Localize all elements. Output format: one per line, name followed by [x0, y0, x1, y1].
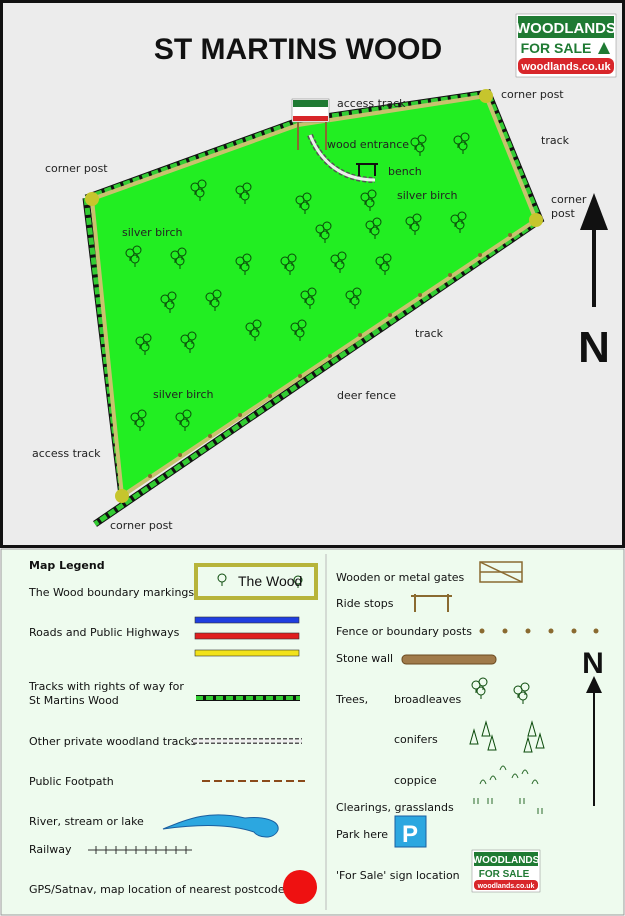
label-silver-birch-left: silver birch [122, 226, 183, 239]
site-map: ST MARTINS WOOD WOODLANDS FOR SALE woodl… [0, 0, 625, 548]
logo-url: woodlands.co.uk [520, 61, 611, 73]
legend-tracks-2: St Martins Wood [29, 694, 119, 707]
bench-icon [356, 163, 378, 176]
legend-park: Park here [336, 828, 388, 841]
legend-coppice: coppice [394, 774, 437, 787]
coppice-icon [479, 765, 539, 785]
railway-icon [88, 846, 192, 854]
legend-logo-url: woodlands.co.uk [477, 883, 535, 890]
legend-logo-line2: FOR SALE [479, 869, 530, 880]
legend-conifers: conifers [394, 733, 438, 746]
legend-gates: Wooden or metal gates [336, 571, 465, 584]
legend-logo-line1: WOODLANDS [473, 855, 540, 866]
legend-broadleaves: broadleaves [394, 693, 462, 706]
legend-trees: Trees, [335, 693, 368, 706]
legend-roads: Roads and Public Highways [29, 626, 180, 639]
postcode-marker-icon [283, 870, 317, 904]
ride-stop-icon [411, 594, 452, 612]
legend-clearings: Clearings, grasslands [336, 801, 454, 814]
parking-icon [394, 815, 427, 848]
for-sale-logo-icon: WOODLANDS FOR SALE woodlands.co.uk [471, 849, 541, 893]
label-corner-right-2: post [551, 207, 575, 220]
legend-sale-sign: 'For Sale' sign location [336, 869, 460, 882]
legend-tracks-1: Tracks with rights of way for [28, 680, 184, 693]
legend-wood-box: The Wood [238, 573, 302, 589]
label-corner-post-bottom: corner post [110, 519, 173, 532]
logo-line2: FOR SALE [521, 40, 592, 56]
legend-gps: GPS/Satnav, map location of nearest post… [29, 883, 285, 896]
parking-letter: P [402, 821, 418, 848]
corner-posts [85, 89, 543, 503]
label-bench: bench [388, 165, 422, 178]
fence-post-icon [479, 628, 599, 634]
stone-wall-icon [401, 654, 497, 665]
legend-private-tracks: Other private woodland tracks [29, 735, 197, 748]
for-sale-sign [291, 98, 330, 150]
label-silver-birch-bottom: silver birch [153, 388, 214, 401]
legend-north-label: N [582, 647, 604, 680]
legend-north-arrow-icon: N [582, 647, 604, 806]
deer-fence [148, 233, 512, 478]
logo-line1: WOODLANDS [516, 20, 616, 37]
label-corner-post-left: corner post [45, 162, 108, 175]
legend-railway: Railway [29, 843, 72, 856]
label-access-track-top: access track [337, 97, 406, 110]
map-title: ST MARTINS WOOD [154, 33, 442, 66]
conifer-tree-icon [469, 720, 545, 753]
legend-stone-wall: Stone wall [336, 652, 393, 665]
label-track-mid: track [415, 327, 444, 340]
grass-icon [473, 798, 543, 814]
legend-footpath: Public Footpath [29, 775, 114, 788]
legend-title: Map Legend [29, 559, 105, 572]
label-silver-birch-top: silver birch [397, 189, 458, 202]
label-corner-right-1: corner [551, 193, 587, 206]
label-corner-post-top-right: corner post [501, 88, 564, 101]
label-access-track-left: access track [32, 447, 101, 460]
legend-river: River, stream or lake [29, 815, 144, 828]
river-icon [162, 814, 279, 838]
tree-icon [598, 42, 610, 54]
gate-icon [479, 561, 523, 583]
north-label: N [578, 323, 610, 372]
label-wood-entrance: wood entrance [327, 138, 409, 151]
legend-fence-posts: Fence or boundary posts [336, 625, 472, 638]
north-arrow-icon: N [578, 193, 610, 372]
label-deer-fence: deer fence [337, 389, 396, 402]
woodlands-logo: WOODLANDS FOR SALE woodlands.co.uk [515, 13, 617, 78]
map-legend: Map Legend The Wood boundary markings Th… [0, 548, 625, 916]
legend-ride-stops: Ride stops [336, 597, 394, 610]
label-track-right: track [541, 134, 570, 147]
legend-boundary: The Wood boundary markings [28, 586, 194, 599]
